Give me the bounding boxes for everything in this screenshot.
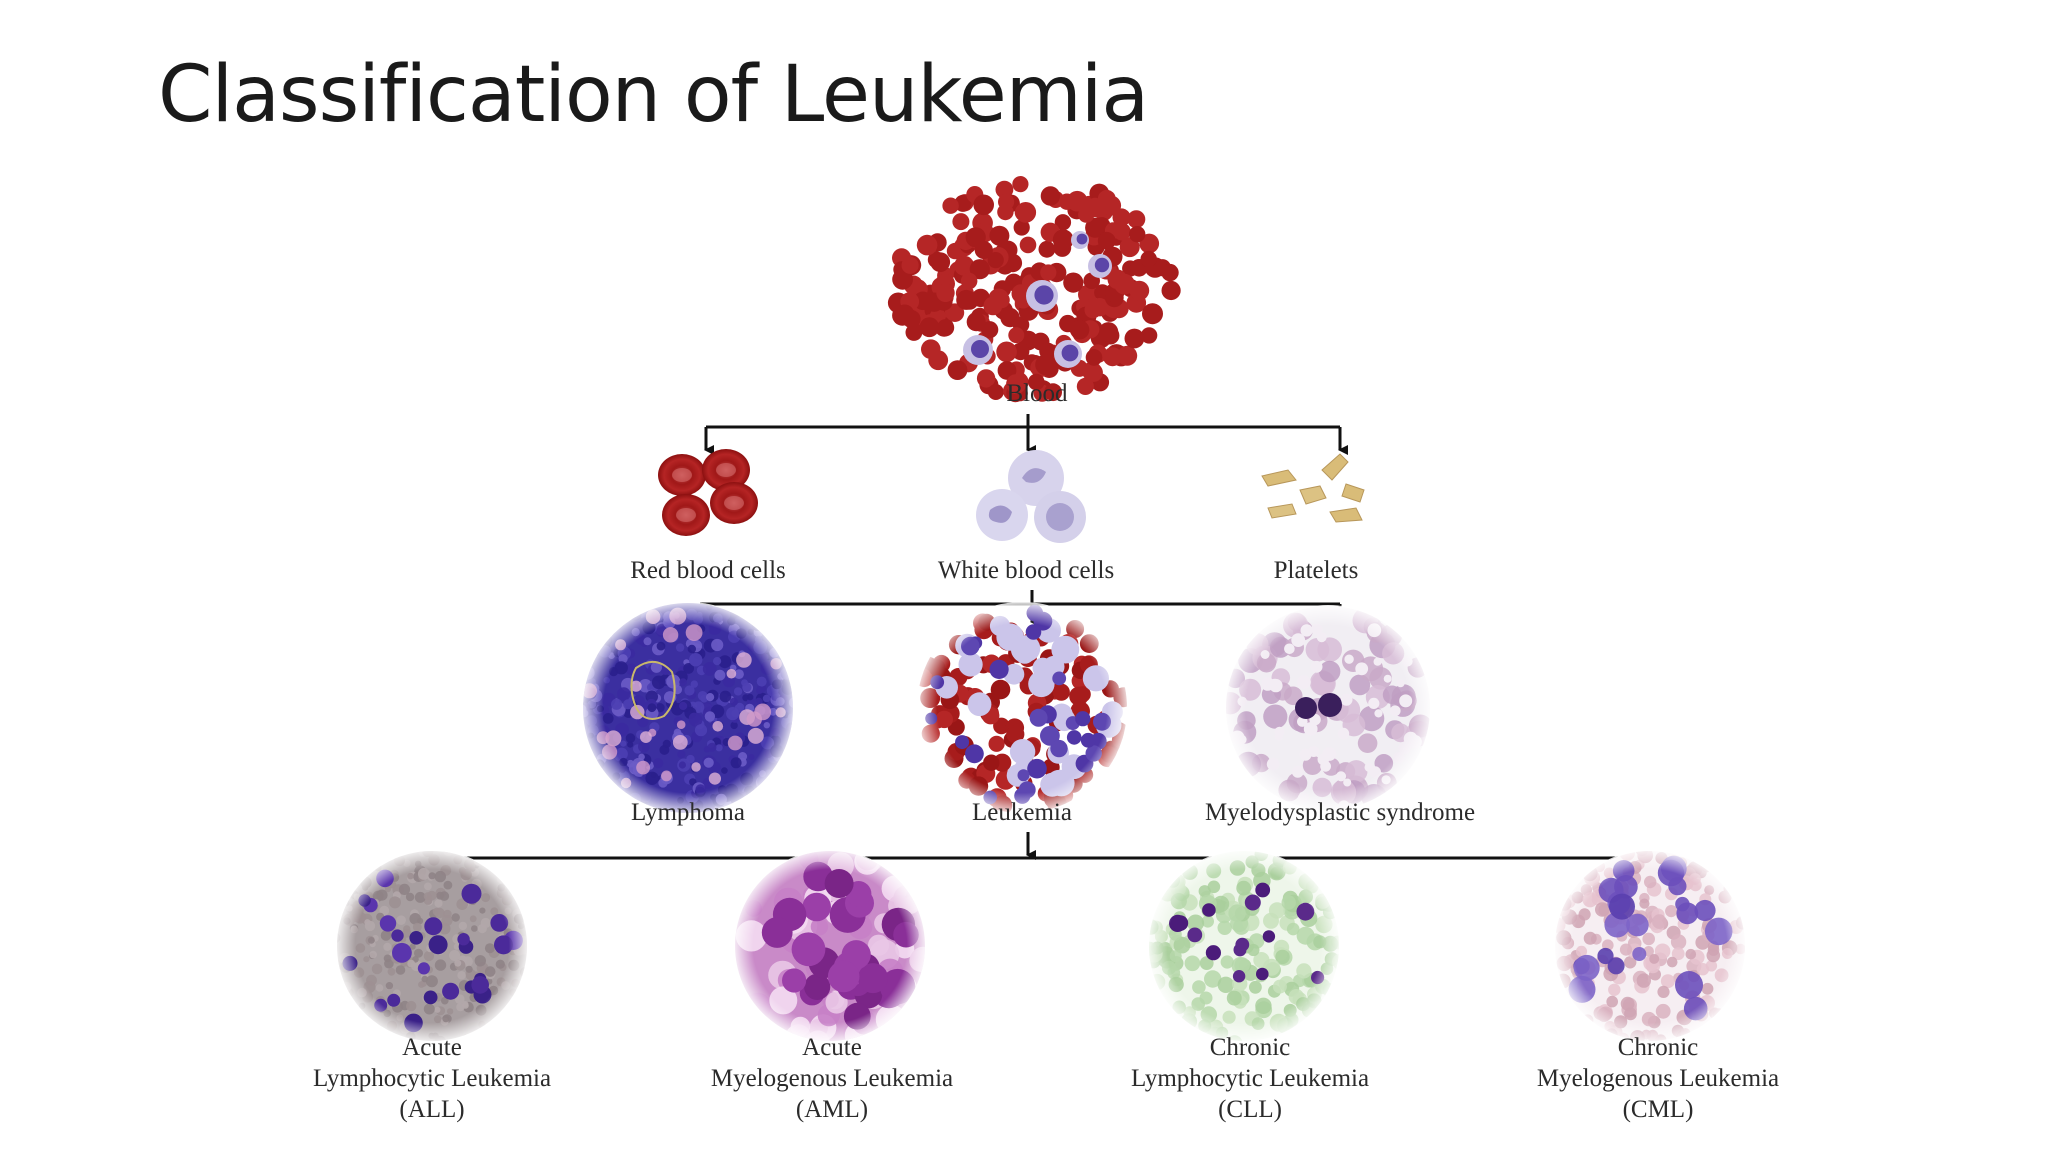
red-blood-cells-icon bbox=[658, 449, 758, 536]
all-label: Acute Lymphocytic Leukemia (ALL) bbox=[313, 1034, 551, 1123]
connector-leukemia-to-types bbox=[430, 832, 1666, 885]
blood-label: Blood bbox=[1006, 380, 1068, 407]
cll-smear-icon bbox=[1148, 850, 1340, 1042]
red-blood-cells-label: Red blood cells bbox=[630, 557, 786, 584]
svg-text:Chronic: Chronic bbox=[1618, 1034, 1699, 1061]
platelets-icon bbox=[1261, 453, 1365, 523]
aml-label: Acute Myelogenous Leukemia (AML) bbox=[711, 1034, 953, 1123]
lymphoma-label: Lymphoma bbox=[631, 799, 745, 826]
svg-text:(ALL): (ALL) bbox=[399, 1096, 464, 1123]
cml-smear-icon bbox=[1554, 850, 1746, 1042]
svg-text:Chronic: Chronic bbox=[1210, 1034, 1291, 1061]
aml-smear-icon bbox=[734, 850, 926, 1042]
lymphoma-smear-icon bbox=[582, 602, 794, 814]
svg-text:Myelogenous Leukemia: Myelogenous Leukemia bbox=[711, 1065, 953, 1092]
svg-text:Lymphocytic Leukemia: Lymphocytic Leukemia bbox=[313, 1065, 551, 1092]
all-smear-icon bbox=[336, 850, 528, 1042]
blood-smear-icon bbox=[887, 176, 1181, 403]
leukemia-smear-icon bbox=[916, 602, 1128, 814]
svg-text:Acute: Acute bbox=[402, 1034, 462, 1061]
svg-text:Lymphocytic Leukemia: Lymphocytic Leukemia bbox=[1131, 1065, 1369, 1092]
leukemia-label: Leukemia bbox=[972, 799, 1072, 826]
cml-label: Chronic Myelogenous Leukemia (CML) bbox=[1537, 1034, 1779, 1123]
svg-text:Acute: Acute bbox=[802, 1034, 862, 1061]
svg-text:(CML): (CML) bbox=[1623, 1096, 1694, 1123]
myelodysplastic-smear-icon bbox=[1225, 605, 1431, 811]
slide-title: Classification of Leukemia bbox=[158, 50, 1149, 140]
white-blood-cells-icon bbox=[976, 450, 1086, 543]
svg-text:(AML): (AML) bbox=[796, 1096, 868, 1123]
svg-text:Myelogenous Leukemia: Myelogenous Leukemia bbox=[1537, 1065, 1779, 1092]
white-blood-cells-label: White blood cells bbox=[938, 557, 1114, 584]
connector-blood-to-components bbox=[704, 414, 1348, 455]
platelets-label: Platelets bbox=[1274, 557, 1359, 584]
svg-text:(CLL): (CLL) bbox=[1218, 1096, 1282, 1123]
cll-label: Chronic Lymphocytic Leukemia (CLL) bbox=[1131, 1034, 1369, 1123]
myelodysplastic-syndrome-label: Myelodysplastic syndrome bbox=[1205, 799, 1475, 826]
